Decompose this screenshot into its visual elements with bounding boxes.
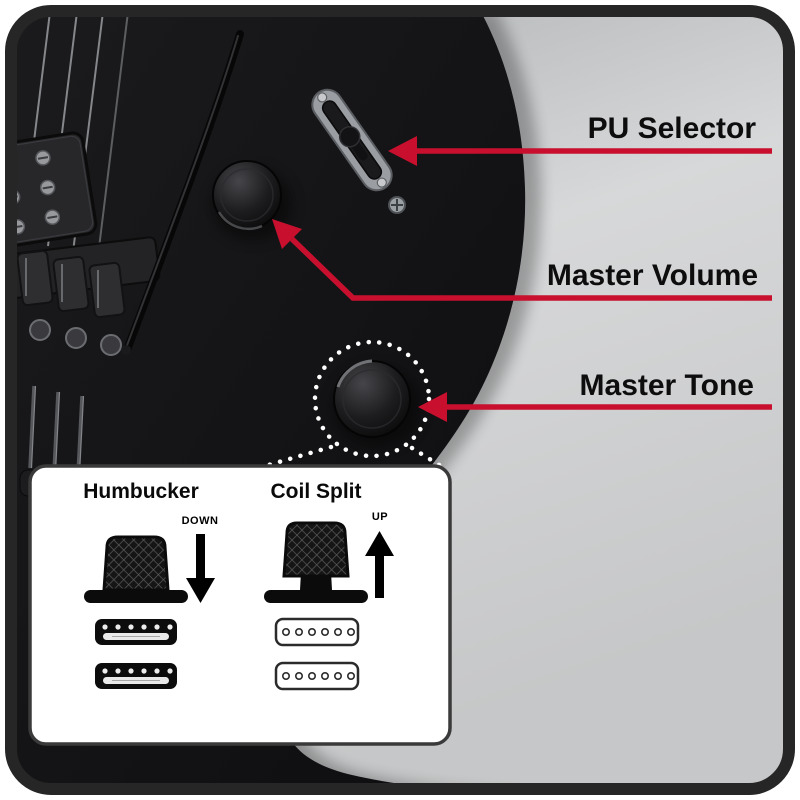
master-volume-label: Master Volume (546, 259, 758, 292)
arrow-pu-selector (388, 136, 772, 166)
knob-pulled-up-icon (264, 521, 368, 603)
inset-panel (28, 464, 452, 746)
knob-pushed-down-icon (84, 535, 188, 603)
single-coil-icon-1 (274, 617, 360, 647)
humbucker-icon-2 (95, 663, 177, 689)
humbucker-icon-1 (95, 619, 177, 645)
master-tone-label: Master Tone (579, 369, 754, 402)
up-direction-label: UP (371, 511, 389, 523)
arrow-master-volume (272, 219, 772, 301)
pickup-selector-switch (311, 88, 393, 192)
focus-ring-icon (312, 339, 432, 459)
frame-border (5, 5, 795, 795)
arrow-master-tone (418, 392, 772, 422)
tone-knob (333, 359, 421, 447)
up-arrow-icon (365, 531, 394, 598)
coil-split-title: Coil Split (270, 480, 362, 503)
pickguard-screw (388, 196, 406, 214)
volume-knob (212, 160, 292, 240)
whammy-bar (121, 30, 244, 355)
down-direction-label: DOWN (181, 515, 219, 527)
single-coil-icon-2 (274, 661, 360, 691)
humbucker-title: Humbucker (83, 480, 199, 503)
down-arrow-icon (186, 534, 215, 603)
callout-arrows (272, 136, 772, 422)
pu-selector-label: PU Selector (587, 112, 756, 145)
